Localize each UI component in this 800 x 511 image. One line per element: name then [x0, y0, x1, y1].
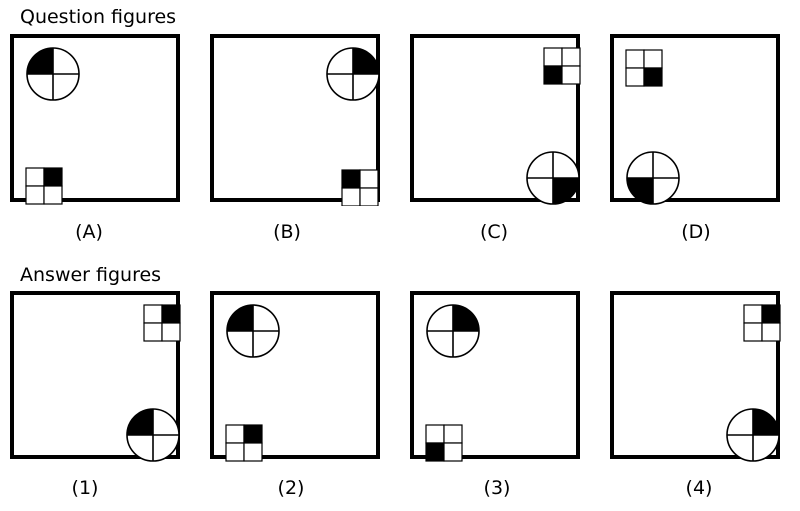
quartered-circle: [26, 47, 80, 101]
quartered-circle: [126, 408, 180, 462]
filled-cell: [761, 304, 781, 324]
empty-cell: [25, 185, 45, 205]
filled-cell: [243, 424, 263, 444]
empty-cell: [625, 49, 645, 69]
empty-cell: [443, 424, 463, 444]
figure-drawing: [225, 304, 280, 462]
question-figures-heading: Question figures: [20, 6, 177, 28]
quartered-circle: [226, 304, 280, 358]
filled-quadrant: [127, 409, 153, 435]
filled-cell: [643, 67, 663, 87]
filled-quadrant: [353, 48, 379, 74]
answer-figure-4: [610, 291, 781, 462]
figure-drawing: [326, 47, 380, 206]
empty-cell: [561, 47, 581, 67]
filled-quadrant: [453, 305, 479, 331]
filled-quadrant: [27, 48, 53, 74]
question-figure-a: [10, 34, 180, 205]
question-figure-c: [410, 34, 581, 205]
quartered-circle: [726, 408, 780, 462]
square-grid: [341, 169, 379, 206]
empty-cell: [143, 304, 163, 324]
empty-cell: [625, 67, 645, 87]
answer-figure-2: [210, 291, 380, 462]
empty-cell: [743, 322, 763, 342]
question-figure-d-label: (D): [681, 221, 711, 243]
figure-drawing: [25, 47, 80, 205]
empty-cell: [359, 187, 379, 206]
filled-quadrant: [553, 178, 579, 204]
empty-cell: [225, 424, 245, 444]
question-figure-b: [210, 34, 380, 206]
empty-cell: [761, 322, 781, 342]
filled-cell: [543, 65, 563, 85]
empty-cell: [643, 49, 663, 69]
empty-cell: [25, 167, 45, 187]
empty-cell: [143, 322, 163, 342]
figure-drawing: [625, 49, 680, 205]
question-figure-b-label: (B): [273, 221, 301, 243]
quartered-circle: [426, 304, 480, 358]
empty-cell: [443, 442, 463, 462]
answer-figure-2-label: (2): [277, 477, 305, 499]
filled-cell: [161, 304, 181, 324]
answer-figure-1-label: (1): [71, 477, 99, 499]
answer-figure-3-label: (3): [483, 477, 511, 499]
filled-quadrant: [227, 305, 253, 331]
figure-drawing: [126, 304, 181, 462]
empty-cell: [743, 304, 763, 324]
question-figure-c-label: (C): [479, 221, 509, 243]
empty-cell: [161, 322, 181, 342]
quartered-circle: [326, 47, 380, 101]
empty-cell: [561, 65, 581, 85]
square-grid: [225, 424, 263, 462]
empty-cell: [425, 424, 445, 444]
figure-drawing: [425, 304, 480, 462]
square-grid: [625, 49, 663, 87]
answer-figure-3: [410, 291, 580, 462]
empty-cell: [359, 169, 379, 189]
empty-cell: [543, 47, 563, 67]
square-grid: [25, 167, 63, 205]
square-grid: [543, 47, 581, 85]
answer-figure-1: [10, 291, 181, 462]
figure-drawing: [726, 304, 781, 462]
figure-drawing: [526, 47, 581, 205]
question-figure-a-label: (A): [75, 221, 103, 243]
filled-quadrant: [627, 178, 653, 204]
quartered-circle: [526, 151, 580, 205]
filled-cell: [43, 167, 63, 187]
square-grid: [743, 304, 781, 342]
square-grid: [425, 424, 463, 462]
quartered-circle: [626, 151, 680, 205]
empty-cell: [243, 442, 263, 462]
filled-quadrant: [753, 409, 779, 435]
filled-cell: [425, 442, 445, 462]
empty-cell: [341, 187, 361, 206]
filled-cell: [341, 169, 361, 189]
empty-cell: [43, 185, 63, 205]
question-figure-d: [610, 34, 780, 205]
answer-figure-4-label: (4): [685, 477, 713, 499]
answer-figures-heading: Answer figures: [20, 264, 162, 286]
square-grid: [143, 304, 181, 342]
empty-cell: [225, 442, 245, 462]
